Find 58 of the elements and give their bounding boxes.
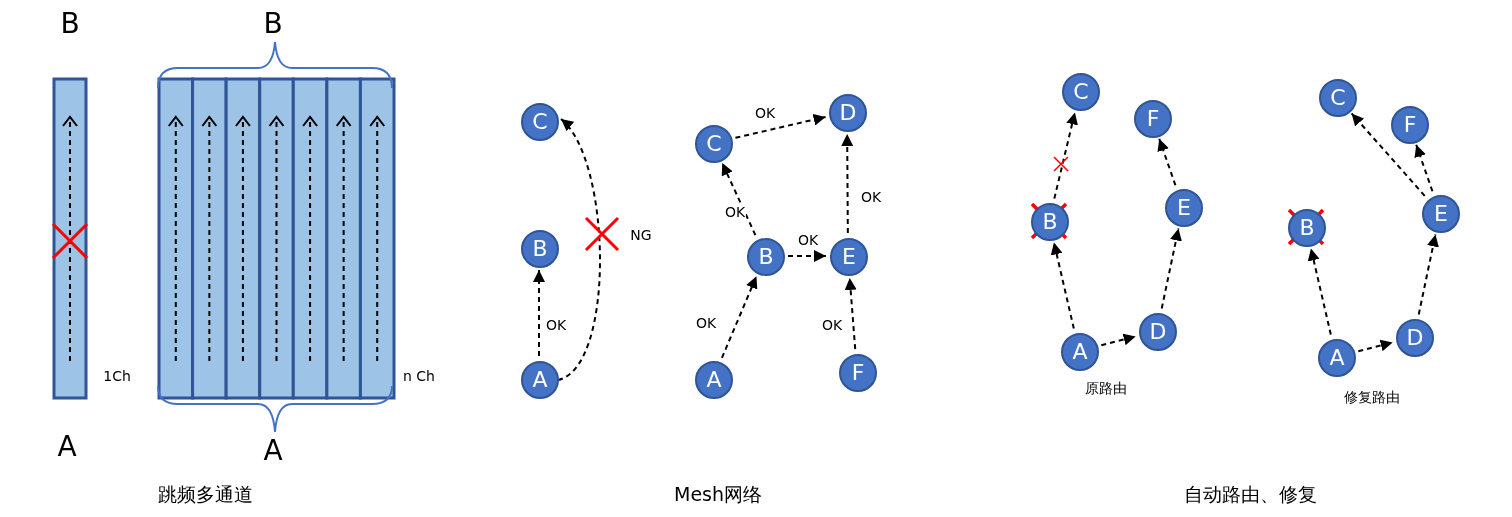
arrow [734,113,827,139]
edge-label: OK [694,315,718,331]
route-caption: 修复路由 [1344,390,1400,404]
node-circle: B [1288,209,1326,247]
arrow [533,269,545,357]
arrow [841,133,854,234]
node-circle: D [1396,319,1434,357]
node-circle: F [1134,100,1172,138]
node-circle: C [521,103,559,141]
node-circle: A [521,361,559,399]
arrow [1350,112,1426,197]
channel-count-label: n Ch [403,369,435,383]
arrow [1417,233,1439,316]
arrow [1357,339,1394,353]
edge-label: OK [753,105,777,121]
section-title: 跳频多通道 [157,484,253,504]
edge-label: OK [796,232,820,248]
node-circle: C [695,125,733,163]
edge-label: OK [820,317,844,333]
arrow [1053,111,1078,200]
node-circle: A [1318,339,1356,377]
node-circle: E [830,238,868,276]
channel-count-label: 1Ch [103,369,131,383]
node-circle: F [839,354,877,392]
node-circle: C [1062,73,1100,111]
point-label: A [57,433,77,461]
point-label: A [263,437,283,465]
arrow [787,250,827,262]
node-circle: E [1165,189,1203,227]
arrow [1100,333,1137,347]
node-circle: F [1391,106,1429,144]
edge-label: NG [629,227,653,243]
point-label: B [60,10,80,38]
arrow [844,276,857,351]
arrow [720,275,758,359]
route-caption: 原路由 [1085,381,1127,395]
arrow [1414,143,1434,193]
arrow [557,118,601,381]
section-title: Mesh网络 [674,484,762,504]
node-circle: A [695,361,733,399]
node-circle: D [829,94,867,132]
arrow [1307,247,1332,336]
section-title: 自动路由、修复 [1183,484,1317,504]
node-circle: E [1422,195,1460,233]
arrow [1050,241,1075,330]
point-label: B [263,10,283,38]
node-circle: B [521,230,559,268]
edge-label: OK [859,189,883,205]
node-circle: D [1139,313,1177,351]
arrow [1157,137,1177,187]
arrow [1160,227,1182,310]
node-circle: A [1061,333,1099,371]
node-circle: B [747,238,785,276]
edge-label: OK [723,204,747,220]
node-circle: C [1319,79,1357,117]
node-circle: B [1031,203,1069,241]
edge-label: OK [544,317,568,333]
arrow [721,162,757,237]
